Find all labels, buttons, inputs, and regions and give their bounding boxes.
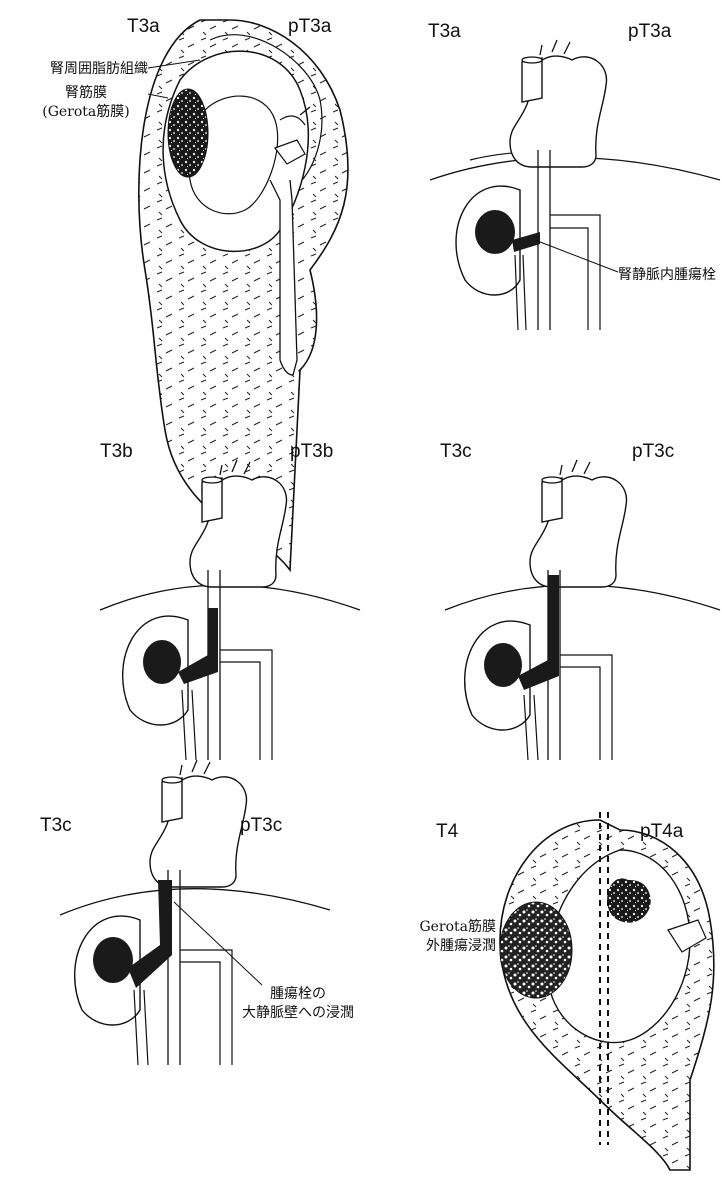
panel-1-pstage: pT3a: [288, 17, 331, 36]
panel-5-pstage: pT3c: [240, 816, 282, 835]
annotation-perirenal-fat: 腎周囲脂肪組織: [4, 60, 148, 79]
annotation-extra-gerota-invasion: Gerota筋膜外腫瘍浸潤: [388, 918, 496, 956]
panel-2-renal-vein-thrombus: [430, 40, 720, 330]
panel-1-stage: T3a: [127, 17, 160, 36]
panel-2-stage: T3a: [428, 22, 461, 41]
panel-3-pstage: pT3b: [290, 442, 333, 461]
panel-6-gerota-invasion: [500, 812, 714, 1170]
annotation-renal-vein-thrombus: 腎静脈内腫瘍栓: [618, 266, 716, 285]
panel-3-infradiaphragmatic-ivc: [100, 460, 360, 760]
panel-6-pstage: pT4a: [640, 822, 683, 841]
panel-5-stage: T3c: [40, 816, 72, 835]
panel-4-pstage: pT3c: [632, 442, 674, 461]
panel-6-stage: T4: [436, 822, 458, 841]
panel-4-supradiaphragmatic-ivc: [445, 460, 720, 760]
panel-4-stage: T3c: [440, 442, 472, 461]
annotation-gerota-fascia: 腎筋膜(Gerota筋膜): [24, 84, 148, 122]
panel-2-pstage: pT3a: [628, 22, 671, 41]
panel-3-stage: T3b: [100, 442, 133, 461]
annotation-ivc-wall-invasion: 腫瘍栓の大静脈壁への浸潤: [228, 985, 368, 1023]
